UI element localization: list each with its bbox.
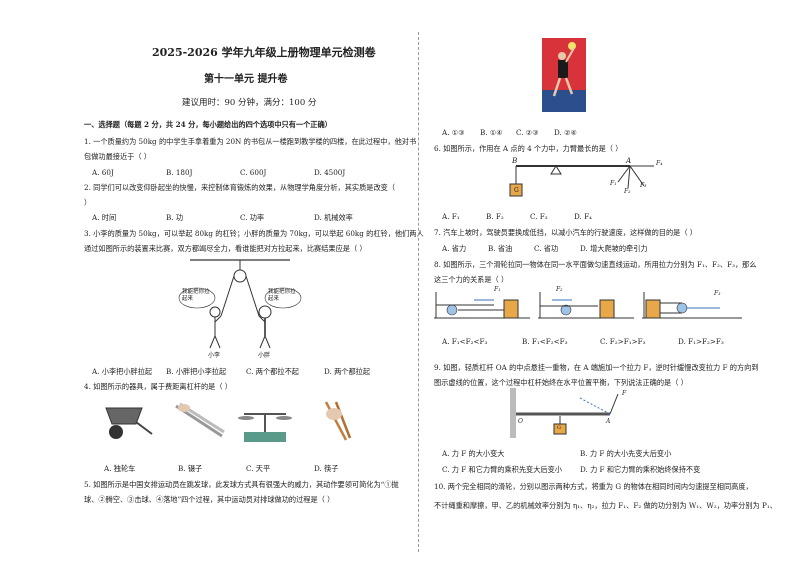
q9-label-a: A xyxy=(606,418,611,425)
q6-opt-c: C. F₃ xyxy=(530,212,548,221)
chopsticks-image xyxy=(324,401,352,441)
q9-line2: 图示虚线的位置，这个过程中杠杆始终在水平位置平衡，下列说法正确的是（ ） xyxy=(434,378,688,387)
q6-label-f1: F₁ xyxy=(610,180,617,187)
q5-line2: 球、②腾空、③击球、④落地”四个过程，其中运动员对排球做功的过程是（ ） xyxy=(84,495,335,504)
q5-opt-b: B. ①④ xyxy=(480,128,503,137)
q2-opt-b: B. 功 xyxy=(166,213,184,222)
section-title: 一、选择题（每题 2 分，共 24 分，每小题给出的四个选项中只有一个正确） xyxy=(84,120,332,129)
q8-opt-a: A. F₁<F₂<F₃ xyxy=(442,337,488,346)
q7-line1: 7. 汽车上坡时，驾驶员要换成低挡，以减小汽车的行驶速度，这样做的目的是（ ） xyxy=(434,228,697,237)
q8-opt-b: B. F₁<F₂<F₃ xyxy=(522,337,568,346)
q6-line1: 6. 如图所示，作用在 A 点的 4 个力中，力臂最长的是（ ） xyxy=(434,144,623,153)
q2-opt-d: D. 机械效率 xyxy=(314,213,353,222)
q8-label-f3: F₃ xyxy=(714,290,721,297)
q6-opt-b: B. F₂ xyxy=(486,212,504,221)
q2-opt-a: A. 时间 xyxy=(92,213,117,222)
q10-line1: 10. 两个完全相同的滑轮，分别以图示两种方式，将重为 G 的物体在相同时间内匀… xyxy=(434,482,753,491)
q9-opt-c: C. 力 F 和它力臂的乘积先变大后变小 xyxy=(442,465,562,474)
q7-opt-a: A. 省力 xyxy=(442,244,467,253)
q5-opt-c: C. ②③ xyxy=(516,128,539,137)
q8-opt-d: D. F₁>F₂>F₃ xyxy=(678,337,724,346)
q9-label-g: G xyxy=(557,425,561,431)
q1-line2: 包做功最接近于（ ） xyxy=(84,152,151,161)
q9-opt-b: B. 力 F 的大小先变大后变小 xyxy=(580,449,672,458)
q9-label-o: O xyxy=(518,418,523,425)
q9-lever-figure xyxy=(510,388,619,438)
q5-opt-a: A. ①③ xyxy=(442,128,465,137)
q5-opt-d: D. ②④ xyxy=(554,128,577,137)
q2-line1: 2. 同学们可以改变仰卧起坐的快慢，来控制体育锻炼的效果，从物理学角度分析，其实… xyxy=(84,183,396,192)
q1-opt-b: B. 180J xyxy=(166,168,193,177)
q4-opt-d: D. 筷子 xyxy=(314,464,339,473)
q9-opt-a: A. 力 F 的大小变大 xyxy=(442,449,505,458)
exam-title: 2025-2026 学年九年级上册物理单元检测卷 xyxy=(152,46,376,59)
q6-label-f2: F₂ xyxy=(624,188,631,195)
q1-opt-d: D. 4500J xyxy=(314,168,346,177)
q9-line1: 9. 如图，轻质杠杆 OA 的中点悬挂一重物，在 A 端施加一个拉力 F，逆时针… xyxy=(434,363,759,372)
q9-opt-d: D. 力 F 和它力臂的乘积始终保持不变 xyxy=(580,465,701,474)
wheelbarrow-image xyxy=(105,407,153,439)
q3-pulley-figure xyxy=(178,259,302,349)
q3-opt-c: C. 两个都拉不起 xyxy=(246,367,299,376)
q1-opt-c: C. 600J xyxy=(240,168,267,177)
q8-label-f1: F₁ xyxy=(494,286,501,293)
q4-line1: 4. 如图所示的器具，属于费距离杠杆的是（ ） xyxy=(84,382,232,391)
q7-opt-d: D. 增大爬坡的牵引力 xyxy=(580,244,648,253)
q3-label-right: 小胖 xyxy=(258,352,271,359)
q3-bubble-right: 我能把你拉起来 xyxy=(268,289,296,302)
column-divider xyxy=(418,32,419,552)
q6-lever-figure xyxy=(509,165,654,197)
q6-label-b: B xyxy=(512,156,518,165)
q3-opt-a: A. 小李把小胖拉起 xyxy=(92,367,153,376)
q3-label-left: 小李 xyxy=(208,352,221,359)
q8-opt-c: C. F₂>F₁>F₃ xyxy=(600,337,646,346)
q4-opt-c: C. 天平 xyxy=(246,464,271,473)
q3-bubble-left: 我能把你拉起来 xyxy=(182,289,210,302)
q8-label-f2: F₂ xyxy=(556,286,563,293)
q1-line1: 1. 一个质量约为 50kg 的中学生手拿着重为 20N 的书包从一楼跑到教学楼… xyxy=(84,137,417,146)
left-column: 2025-2026 学年九年级上册物理单元检测卷 第十一单元 提升卷 建议用时：… xyxy=(80,0,424,566)
q7-opt-b: B. 省油 xyxy=(488,244,513,253)
q3-opt-b: B. 小胖把小李拉起 xyxy=(166,367,227,376)
right-column: A. ①③ B. ①④ C. ②③ D. ②④ 6. 如图所示，作用在 A 点的… xyxy=(430,0,777,566)
q4-opt-a: A. 独轮车 xyxy=(104,464,136,473)
q9-label-f: F xyxy=(622,390,627,397)
exam-meta: 建议用时：90 分钟，满分：100 分 xyxy=(182,98,317,108)
q6-label-a: A xyxy=(626,156,632,165)
q8-figure-1 xyxy=(434,292,530,319)
q10-line2: 不计绳重和摩擦，甲、乙的机械效率分别为 η₁、η₂，拉力 F₁、F₂ 做的功分别… xyxy=(434,501,777,510)
q6-label-f3: F₃ xyxy=(640,182,647,189)
volleyball-photo xyxy=(542,38,586,112)
q5-line1: 5. 如图所示是中国女排运动员在跳发球，此发球方式具有很强大的威力，其动作要领可… xyxy=(84,480,399,489)
q6-opt-d: D. F₄ xyxy=(574,212,592,221)
q8-line2: 这三个力的关系是（ ） xyxy=(434,275,509,284)
q7-opt-c: C. 省功 xyxy=(534,244,559,253)
q6-label-g: G xyxy=(514,187,519,194)
q4-opt-b: B. 镊子 xyxy=(178,464,203,473)
q2-line2: ） xyxy=(84,198,92,207)
q6-opt-a: A. F₁ xyxy=(442,212,460,221)
q2-opt-c: C. 功率 xyxy=(240,213,265,222)
q3-line1: 3. 小李的质量为 50kg，可以举起 80kg 的杠铃；小胖的质量为 70kg… xyxy=(84,229,424,238)
q8-line1: 8. 如图所示，三个滑轮拉同一物体在同一水平面做匀速直线运动，所用拉力分别为 F… xyxy=(434,260,757,269)
exam-subtitle: 第十一单元 提升卷 xyxy=(204,74,288,85)
tweezers-image xyxy=(175,402,225,438)
q3-line2: 通过如图所示的装置来比赛，双方都竭尽全力，看谁能把对方拉起来，比赛结果应是（ ） xyxy=(84,244,367,253)
q8-figure-3 xyxy=(642,292,742,319)
balance-image xyxy=(238,413,292,442)
q8-figure-2 xyxy=(538,292,634,319)
q1-opt-a: A. 60J xyxy=(92,168,114,177)
q3-opt-d: D. 两个都拉起 xyxy=(324,367,371,376)
q6-label-f4: F₄ xyxy=(656,160,663,167)
